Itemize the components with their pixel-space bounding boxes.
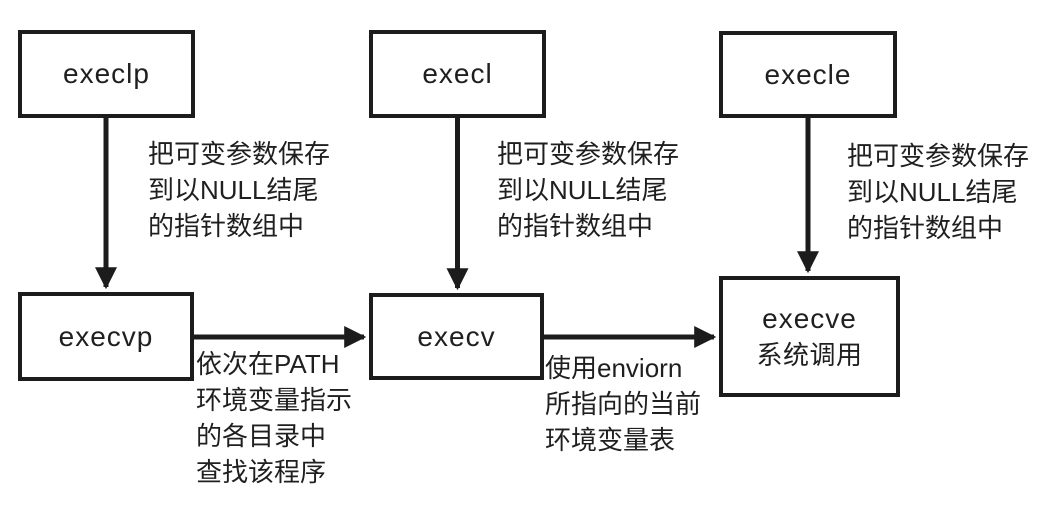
node-execlp: execlp <box>18 30 195 118</box>
annotation-save-args-right: 把可变参数保存 到以NULL结尾 的指针数组中 <box>847 141 1030 243</box>
node-execl: execl <box>369 30 546 118</box>
node-execle-label: execle <box>764 58 852 90</box>
node-execvp-label: execvp <box>58 320 154 352</box>
annotation-save-args-left: 把可变参数保存 到以NULL结尾 的指针数组中 <box>148 139 331 241</box>
node-execve-sublabel: 系统调用 <box>756 339 863 370</box>
annotation-save-args-middle: 把可变参数保存 到以NULL结尾 的指针数组中 <box>497 139 680 241</box>
annotation-environ-table: 使用enviorn 所指向的当前 环境变量表 <box>545 353 702 455</box>
node-execl-label: execl <box>422 58 493 89</box>
node-execv-label: execv <box>417 320 496 352</box>
node-execv: execv <box>369 293 544 380</box>
node-execve-label: execve <box>762 302 857 334</box>
node-execve: execve 系统调用 <box>719 276 900 397</box>
node-execlp-label: execlp <box>63 58 150 89</box>
node-execvp: execvp <box>18 292 194 381</box>
annotation-path-search: 依次在PATH 环境变量指示 的各目录中 查找该程序 <box>196 349 353 487</box>
node-execle: execle <box>719 31 897 118</box>
